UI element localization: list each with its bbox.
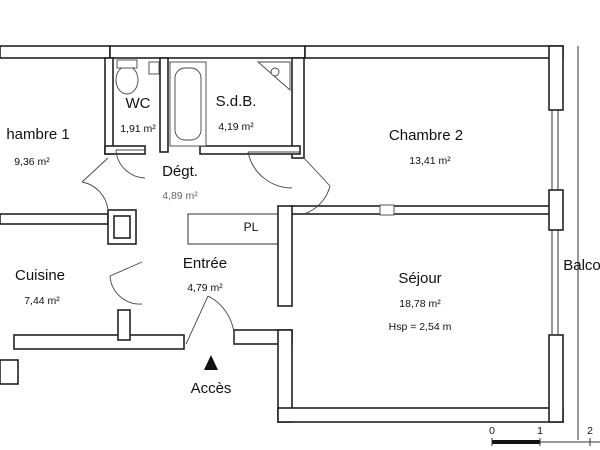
- room-area-cuisine: 7,44 m²: [24, 295, 60, 307]
- room-area-degt: 4,89 m²: [162, 190, 198, 202]
- room-area-chambre1: 9,36 m²: [14, 156, 50, 168]
- room-name-chambre2: Chambre 2: [388, 127, 464, 144]
- wall-top-right: [304, 45, 564, 59]
- scale-tick-label-2: 2: [587, 425, 593, 437]
- wall-top-mid: [109, 45, 306, 59]
- door-chambre2: [303, 157, 331, 215]
- room-name-balcon: Balco: [563, 257, 600, 274]
- room-name-degt: Dégt.: [162, 163, 198, 180]
- access-arrow-icon: [204, 355, 218, 370]
- wall-bottom-left: [13, 334, 185, 350]
- pl-label: PL: [243, 220, 259, 234]
- scale-tick-label-0: 0: [489, 425, 495, 437]
- scale-bar-block: [492, 440, 540, 444]
- wall-chambre2-bottom: [289, 205, 553, 215]
- room-name-sdb: S.d.B.: [215, 93, 257, 110]
- wall-top-left: [0, 45, 111, 59]
- room-name-wc: WC: [125, 95, 151, 112]
- room-name-sejour: Séjour: [398, 270, 442, 287]
- door-wc: [115, 149, 146, 179]
- wall-sejour-bottom: [277, 407, 564, 423]
- toilet-tank: [116, 59, 138, 69]
- wall-wc-sdb: [159, 57, 169, 153]
- wall-chambre1-bottom: [0, 213, 109, 225]
- wall-right-upper: [548, 45, 564, 111]
- scale-tick-label-1: 1: [537, 425, 543, 437]
- wall-sdb-right: [291, 57, 305, 159]
- room-name-entree: Entrée: [182, 255, 228, 272]
- wall-right-lower: [548, 334, 564, 423]
- toilet-bowl: [115, 65, 139, 95]
- room-area-wc: 1,91 m²: [120, 123, 156, 135]
- room-area-sdb: 4,19 m²: [218, 121, 254, 133]
- room-name-cuisine: Cuisine: [14, 267, 66, 284]
- pillar-right: [548, 189, 564, 231]
- wall-wc-left: [104, 57, 114, 155]
- room-area-chambre2: 13,41 m²: [409, 155, 451, 167]
- door-entree: [185, 295, 235, 345]
- pl-cupboard: [187, 213, 293, 245]
- wc-sink: [148, 61, 160, 75]
- room-area-entree: 4,79 m²: [187, 282, 223, 294]
- wall-left-step: [0, 359, 19, 385]
- washbasin-drain: [270, 67, 280, 77]
- room-ceiling-height: Hsp = 2,54 m: [388, 321, 452, 333]
- column-marker: [379, 204, 395, 216]
- wall-sejour-left: [277, 205, 293, 307]
- room-area-sejour: 18,78 m²: [399, 298, 441, 310]
- door-chambre1: [81, 157, 109, 211]
- room-name-chambre1: hambre 1: [6, 126, 70, 143]
- wall-sdb-bottom: [199, 145, 301, 155]
- access-label: Accès: [190, 380, 232, 397]
- door-cuisine: [109, 261, 143, 305]
- door-sdb: [247, 151, 300, 189]
- wall-cuisine-right: [117, 309, 131, 341]
- shaft-inner: [113, 215, 131, 239]
- bathtub-inner: [174, 67, 202, 141]
